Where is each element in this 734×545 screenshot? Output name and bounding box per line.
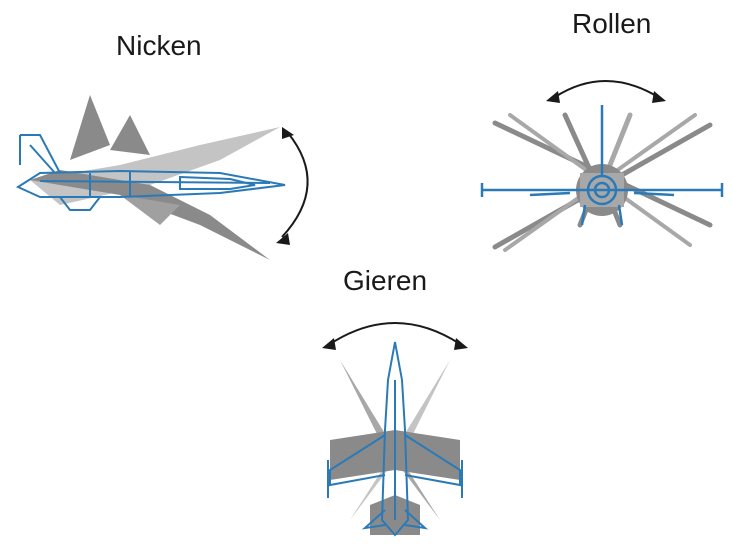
roll-label: Rollen (572, 8, 651, 40)
jet-front-view-icon (470, 75, 734, 275)
jet-top-view-icon (300, 320, 490, 545)
jet-side-view-icon (0, 85, 330, 275)
pitch-diagram (0, 85, 330, 275)
roll-diagram (470, 75, 734, 275)
yaw-label: Gieren (343, 265, 427, 297)
yaw-diagram (300, 320, 490, 545)
roll-curved-double-arrow-icon (546, 81, 666, 103)
pitch-label: Nicken (116, 30, 202, 62)
